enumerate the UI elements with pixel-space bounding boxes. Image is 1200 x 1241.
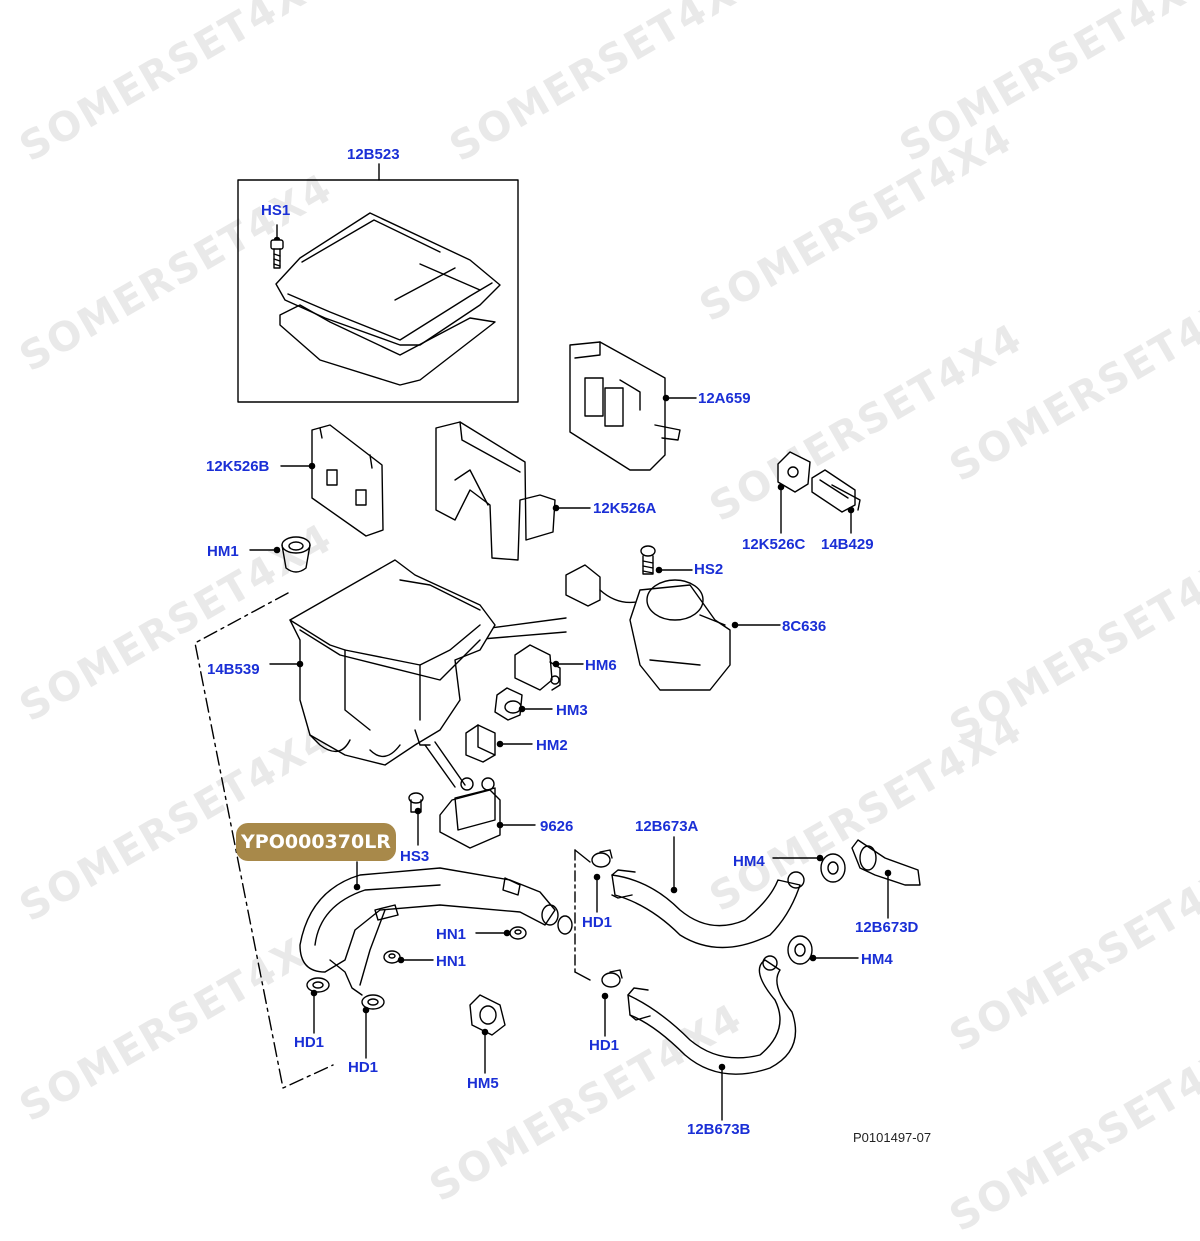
part-12B673A-hose [611,869,805,949]
part-HM4-grommet-b [787,935,813,965]
label-HM5[interactable]: HM5 [467,1075,499,1092]
label-14B539[interactable]: 14B539 [207,661,260,678]
label-HM1[interactable]: HM1 [207,543,239,560]
label-12K526A[interactable]: 12K526A [593,500,657,517]
leader-9626-link2 [434,741,466,786]
label-HD1[interactable]: HD1 [294,1034,325,1051]
label-HM4[interactable]: HM4 [861,951,893,968]
part-HD1-clamp-a [306,977,330,993]
part-HS2-screw [640,545,656,575]
label-HS2[interactable]: HS2 [694,561,724,578]
part-14B539-housing [289,559,496,766]
cover-inset-box [237,179,519,403]
part-HD1-clamp-c [591,849,613,868]
part-12K526C-connector [777,451,811,493]
part-HM4-grommet-a [820,853,846,883]
label-HM3[interactable]: HM3 [556,702,588,719]
part-9626-relay [439,777,501,849]
part-HM5-grommet [469,994,506,1036]
label-8C636[interactable]: 8C636 [782,618,827,635]
part-14B429-sensor [811,469,861,513]
part-HD1-clamp-d [601,969,623,988]
label-12B673B[interactable]: 12B673B [687,1121,751,1138]
label-12K526B[interactable]: 12K526B [206,458,270,475]
figure-reference: P0101497-07 [853,1130,932,1145]
label-HD1[interactable]: HD1 [589,1037,620,1054]
label-HM2[interactable]: HM2 [536,737,568,754]
part-12K526A-bracket [435,421,556,561]
parts-diagram [194,163,921,1121]
part-8C636-pump [565,564,731,691]
part-12K526B-plate [311,424,384,537]
part-12B523-cover [275,212,501,386]
label-HS1[interactable]: HS1 [261,202,291,219]
label-HD1[interactable]: HD1 [348,1059,379,1076]
part-HM3-bush [494,687,523,721]
part-HN1-nut-b [383,950,401,964]
label-12B673A[interactable]: 12B673A [635,818,699,835]
label-HD1[interactable]: HD1 [582,914,613,931]
assembly-outline [194,592,334,1089]
part-HS1-screw [270,224,284,269]
label-12B523[interactable]: 12B523 [347,146,400,163]
label-HM4[interactable]: HM4 [733,853,765,870]
label-HM6[interactable]: HM6 [585,657,617,674]
part-HM2-mount [465,724,496,763]
label-HN1[interactable]: HN1 [436,953,467,970]
label-HS3[interactable]: HS3 [400,848,430,865]
label-9626[interactable]: 9626 [540,818,574,835]
part-12B673B-hose [627,955,797,1075]
part-12B673D-nozzle [851,839,921,886]
label-12K526C[interactable]: 12K526C [742,536,806,553]
label-14B429[interactable]: 14B429 [821,536,874,553]
label-12A659[interactable]: 12A659 [698,390,751,407]
leader-9626-link1 [424,744,456,788]
part-YPO000370LR-hose [299,867,573,996]
label-12B673D[interactable]: 12B673D [855,919,919,936]
part-12A659-bracket [569,341,681,471]
part-HM6-valve [514,644,561,691]
part-HD1-clamp-b [361,994,385,1010]
label-HN1[interactable]: HN1 [436,926,467,943]
highlight-part-label[interactable]: YPO000370LR [236,823,396,861]
part-HM1-grommet [281,536,311,573]
part-HN1-nut-a [509,926,527,940]
